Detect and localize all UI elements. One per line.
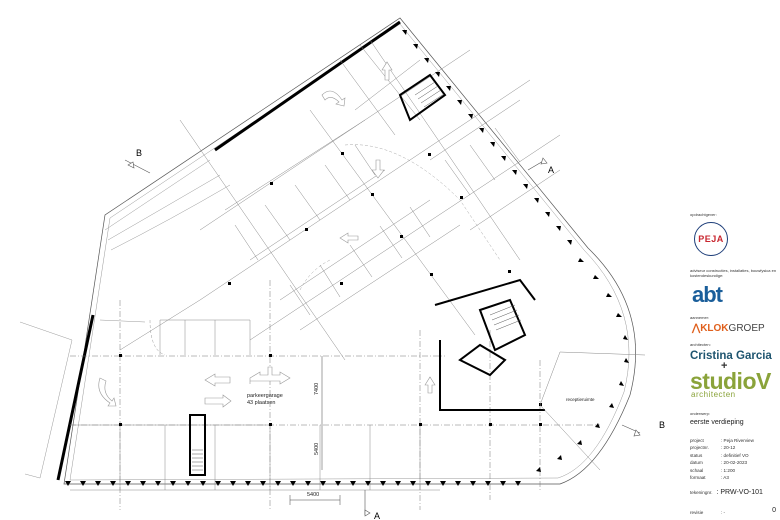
contractor-label: aannemer: — [690, 315, 710, 320]
dimension-horizontal: 5400 — [307, 492, 319, 498]
revision-number: 0 — [772, 507, 776, 514]
meta-key: schaal — [690, 467, 704, 473]
garage-capacity-label: 43 plaatsen — [247, 400, 275, 406]
meta-row-schaal: schaal : 1:200 — [690, 467, 754, 474]
section-label-b-left: B — [136, 148, 142, 158]
drawing-number-row: tekeningnr. : PRW-VO-101 — [690, 489, 763, 496]
cristina-garcia-logo: Cristina Garcia — [690, 350, 772, 362]
drawing-number: : PRW-VO-101 — [716, 489, 763, 496]
advisor-label: adviseur constructies, installaties, bou… — [690, 268, 777, 278]
meta-value: : definitief VO — [721, 452, 749, 458]
service-core — [189, 73, 545, 476]
meta-value: : 1:200 — [721, 467, 736, 473]
peja-logo: PEJA — [694, 222, 728, 256]
meta-key: projectnr. — [690, 445, 709, 451]
section-label-b-right: B — [659, 420, 665, 430]
parking-stalls — [70, 44, 561, 491]
klok-logo-text: KLOK — [700, 323, 729, 334]
studiov-logo: studioV — [690, 368, 771, 394]
meta-row-status: status : definitief VO — [690, 452, 754, 459]
drawing-subject: eerste verdieping — [690, 419, 744, 426]
grid-lines — [70, 280, 600, 510]
building-outline — [63, 17, 636, 485]
section-label-a-top: A — [548, 165, 554, 175]
meta-value: : Peja Riverview — [721, 438, 754, 443]
revision-separator: : - — [721, 510, 726, 515]
meta-row-datum: datum : 20-02-2023 — [690, 459, 754, 466]
meta-value: : 20-12 — [721, 445, 736, 451]
reception-lines — [539, 351, 646, 471]
dimension-vertical-2: 5400 — [314, 443, 320, 455]
traffic-arrows — [98, 61, 436, 408]
architects-plus: + — [721, 360, 728, 372]
reception-label: receptieruimte — [566, 397, 595, 402]
dimension-lines — [289, 356, 341, 505]
meta-row-formaat: formaat : A3 — [690, 474, 754, 481]
section-label-a-bottom: A — [374, 511, 380, 520]
facade-triangles — [65, 30, 629, 486]
revision-row: revisie : - 0 — [690, 507, 776, 515]
dimension-vertical-1: 7400 — [314, 383, 320, 395]
revision-label: revisie — [690, 510, 704, 515]
meta-row-project: project : Peja Riverview — [690, 437, 754, 444]
meta-key: status — [690, 452, 703, 458]
meta-key: project — [690, 438, 704, 443]
section-markers — [124, 157, 641, 517]
groep-logo-text: GROEP — [728, 323, 765, 334]
drawing-number-label: tekeningnr. — [690, 490, 713, 495]
client-label: opdrachtgever: — [690, 212, 717, 217]
facade-walls — [56, 20, 401, 481]
architects-label: architecten: — [690, 342, 711, 347]
meta-row-projectnr: projectnr. : 20-12 — [690, 444, 754, 451]
site-boundary — [19, 321, 73, 479]
abt-logo: abt — [692, 282, 723, 307]
diagonal-grid — [119, 39, 561, 361]
ramp-lines — [99, 159, 231, 356]
meta-key: datum — [690, 460, 703, 466]
stair-treads — [192, 81, 522, 471]
meta-value: : 20-02-2023 — [721, 460, 748, 466]
peja-logo-text: PEJA — [698, 234, 724, 244]
floor-plan-drawing: B A A B 5400 7400 5400 parkeergarage 43 … — [19, 17, 665, 520]
garage-label: parkeergarage — [247, 393, 283, 399]
subject-label: onderwerp: — [690, 411, 711, 416]
drive-path — [299, 144, 501, 291]
meta-key: formaat — [690, 475, 706, 481]
project-meta-table: project : Peja Riverview projectnr. : 20-1… — [690, 437, 754, 481]
structural-columns — [119, 152, 542, 426]
section-labels: B A A B — [136, 148, 665, 520]
studiov-subtitle: architecten — [691, 390, 736, 399]
klokgroep-logo: ⋀KLOKGROEP — [692, 323, 765, 335]
meta-value: : A3 — [721, 475, 729, 481]
klok-logo-mark: ⋀ — [692, 323, 701, 334]
